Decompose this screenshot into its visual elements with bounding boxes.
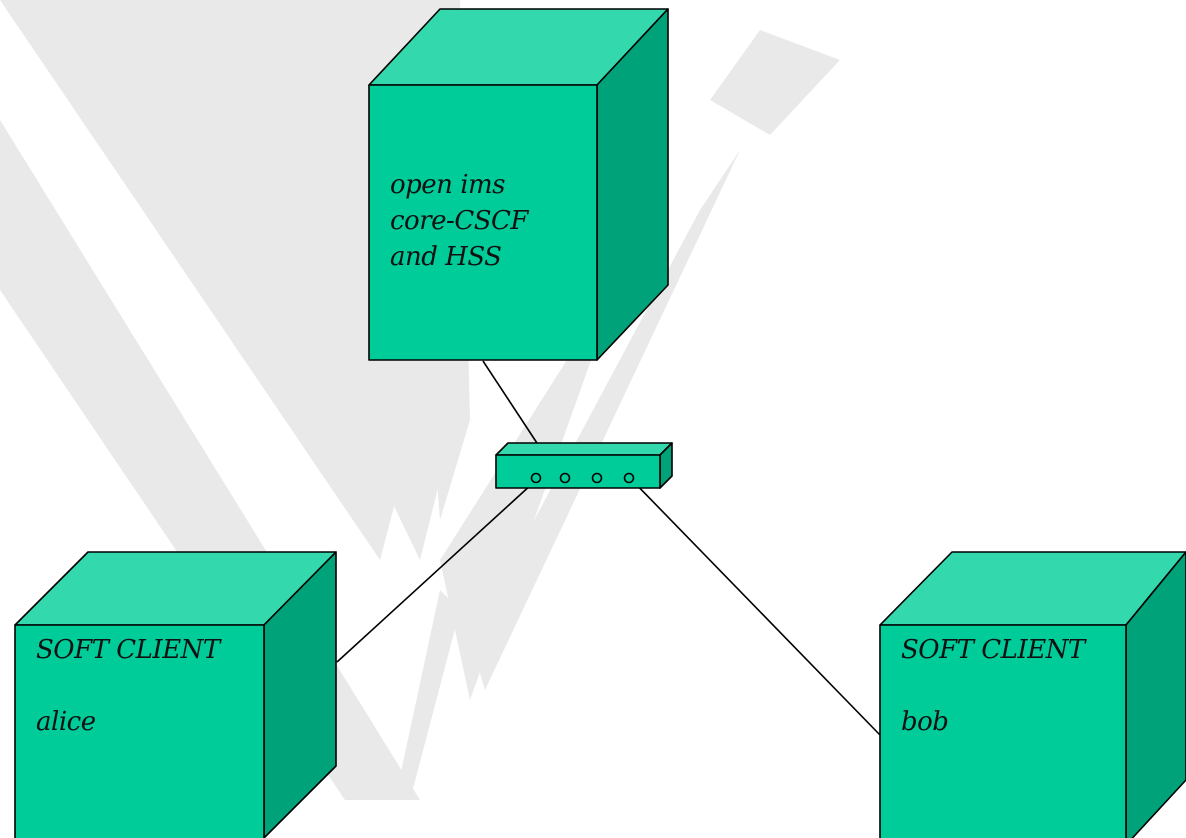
client-bob-node: SOFT CLIENT bob	[879, 551, 1186, 838]
client-alice-node: SOFT CLIENT alice	[14, 551, 337, 838]
switch-port-2	[559, 472, 571, 484]
server-label-line-1: open ims	[390, 170, 505, 200]
switch-top-face	[495, 442, 673, 456]
bob-front-face	[879, 624, 1127, 838]
watermark-ray-2	[0, 0, 430, 560]
watermark-ray-7	[395, 590, 460, 800]
server-front-face	[368, 84, 598, 361]
server-label-line-3: and HSS	[390, 242, 502, 272]
watermark-ray-8	[710, 30, 840, 135]
server-label-line-2: core-CSCF	[390, 206, 529, 236]
watermark-ray-5	[440, 300, 605, 700]
link-switch-to-bob	[628, 476, 881, 736]
link-alice-to-switch	[336, 472, 545, 663]
bob-label-line-1: SOFT CLIENT	[901, 635, 1087, 665]
switch-port-1	[530, 472, 542, 484]
switch-node	[495, 442, 673, 489]
switch-port-3	[591, 472, 603, 484]
bob-label-line-3: bob	[901, 707, 948, 737]
watermark-ray-6	[470, 150, 740, 690]
alice-label-line-3: alice	[36, 707, 96, 737]
alice-front-face	[14, 624, 265, 838]
alice-label-line-1: SOFT CLIENT	[36, 635, 222, 665]
switch-front-face	[495, 454, 661, 489]
switch-port-4	[623, 472, 635, 484]
server-node: open ims core-CSCF and HSS	[368, 8, 669, 361]
